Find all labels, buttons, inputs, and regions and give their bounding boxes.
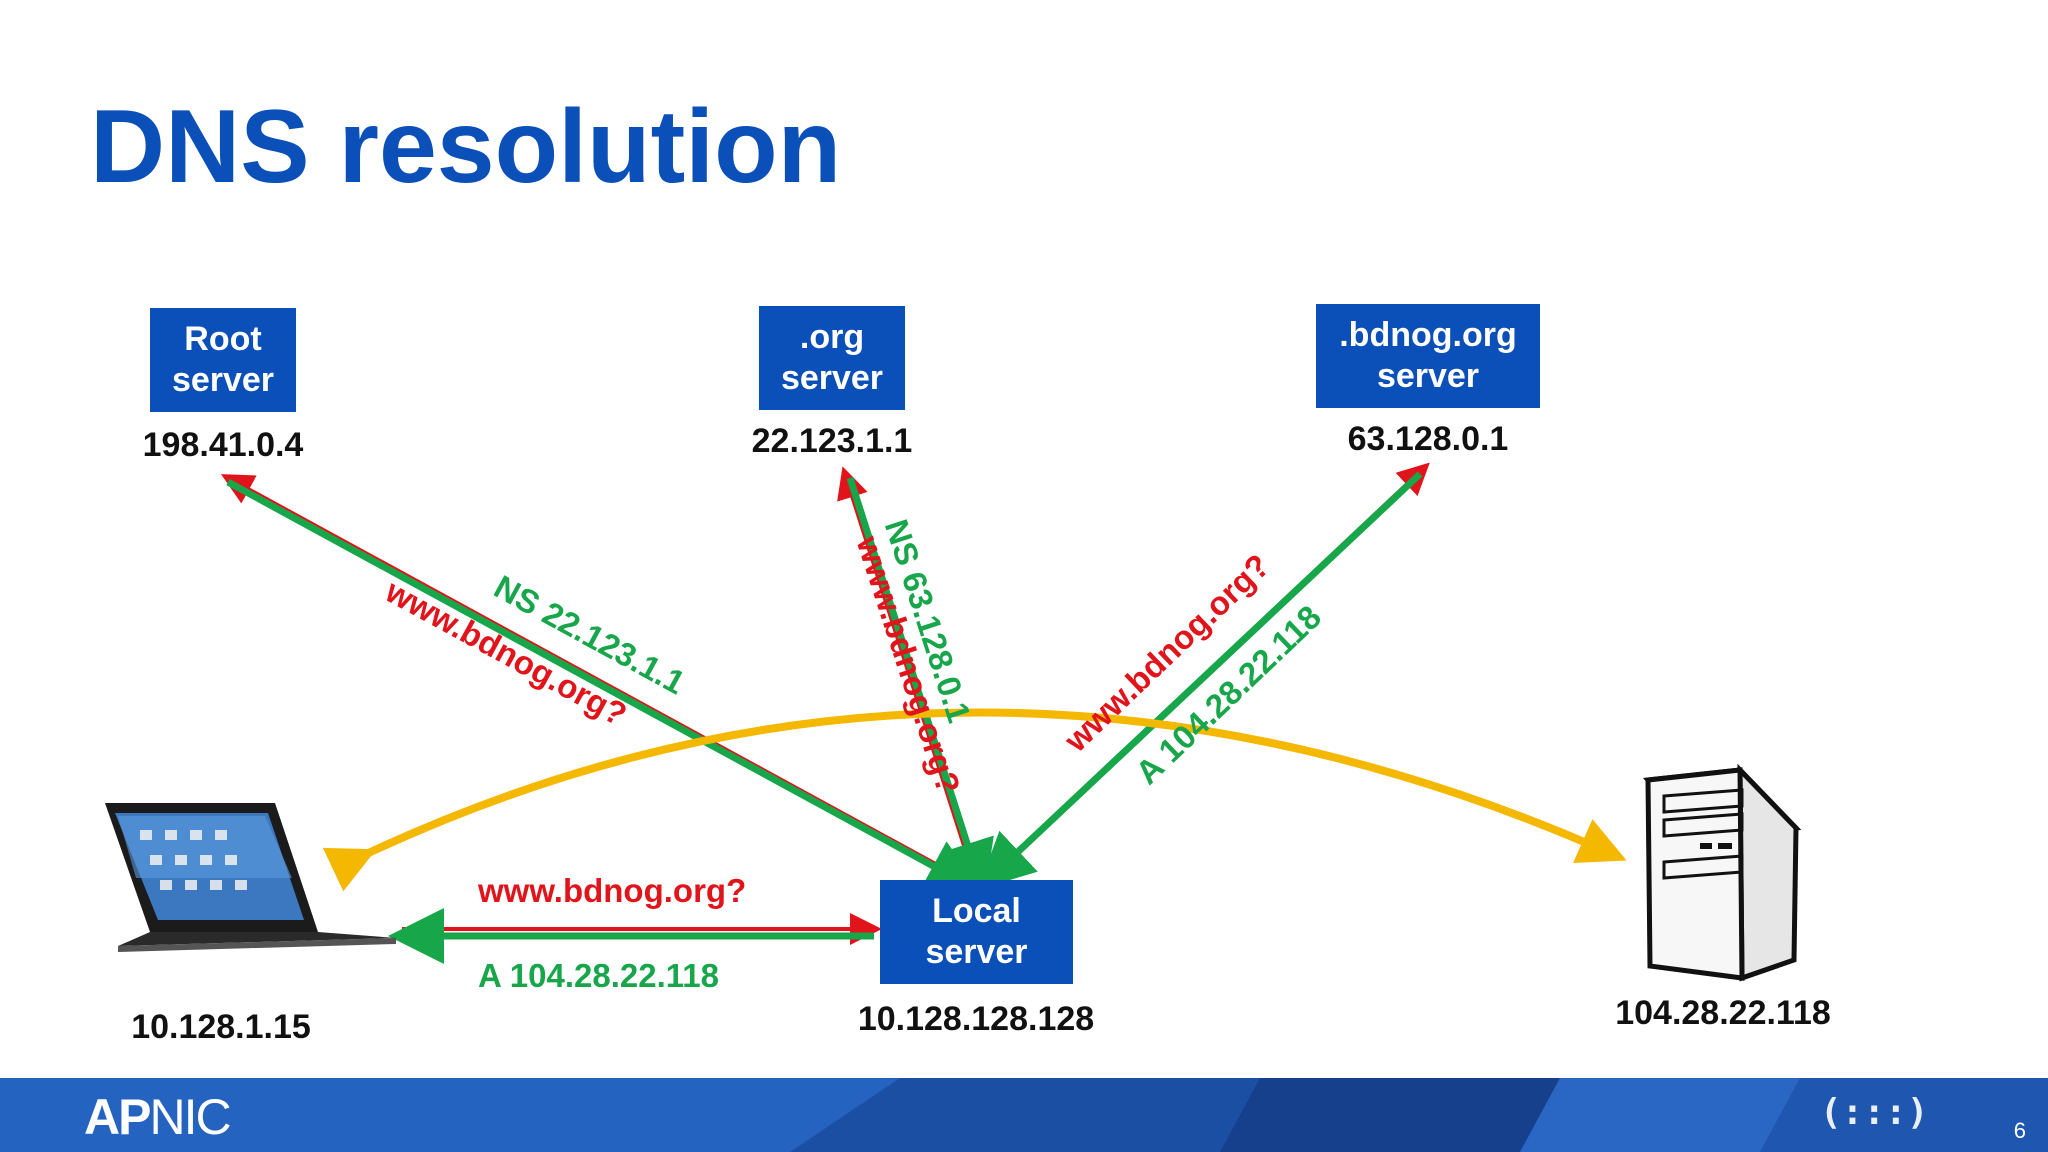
- page-number: 6: [2013, 1118, 2026, 1143]
- bdnog-server-box: .bdnog.org server: [1316, 304, 1540, 408]
- bdnog-answer-arrow: [977, 471, 1423, 890]
- org-server-ip: 22.123.1.1: [751, 422, 913, 460]
- server-tower-icon: [1642, 763, 1802, 982]
- footer-stripes: [0, 1078, 2048, 1152]
- client-answer-label: A 104.28.22.118: [478, 957, 719, 994]
- footer-bar: [0, 1078, 2048, 1152]
- org-answer-arrow: [846, 476, 994, 898]
- apnic-logo: APNIC: [84, 1089, 232, 1145]
- local-server-box: Local server: [880, 880, 1073, 984]
- root-answer-arrow: [226, 478, 983, 893]
- org-query-arrow: [837, 466, 977, 881]
- bdnog-server-ip: 63.128.0.1: [1347, 420, 1509, 458]
- web-server-ip: 104.28.22.118: [1615, 994, 1831, 1032]
- local-server-ip: 10.128.128.128: [857, 1000, 1095, 1038]
- brand-mark-icon: (:::): [1820, 1092, 1929, 1133]
- client-ip: 10.128.1.15: [131, 1008, 311, 1046]
- tablet-keyboard-icon: [105, 803, 396, 952]
- connection-arc: [322, 708, 1627, 892]
- org-server-box: .org server: [759, 306, 905, 410]
- root-server-ip: 198.41.0.4: [142, 426, 304, 464]
- root-server-box: Root server: [150, 308, 296, 412]
- client-query-label: www.bdnog.org?: [478, 872, 747, 909]
- page-title: DNS resolution: [90, 89, 842, 205]
